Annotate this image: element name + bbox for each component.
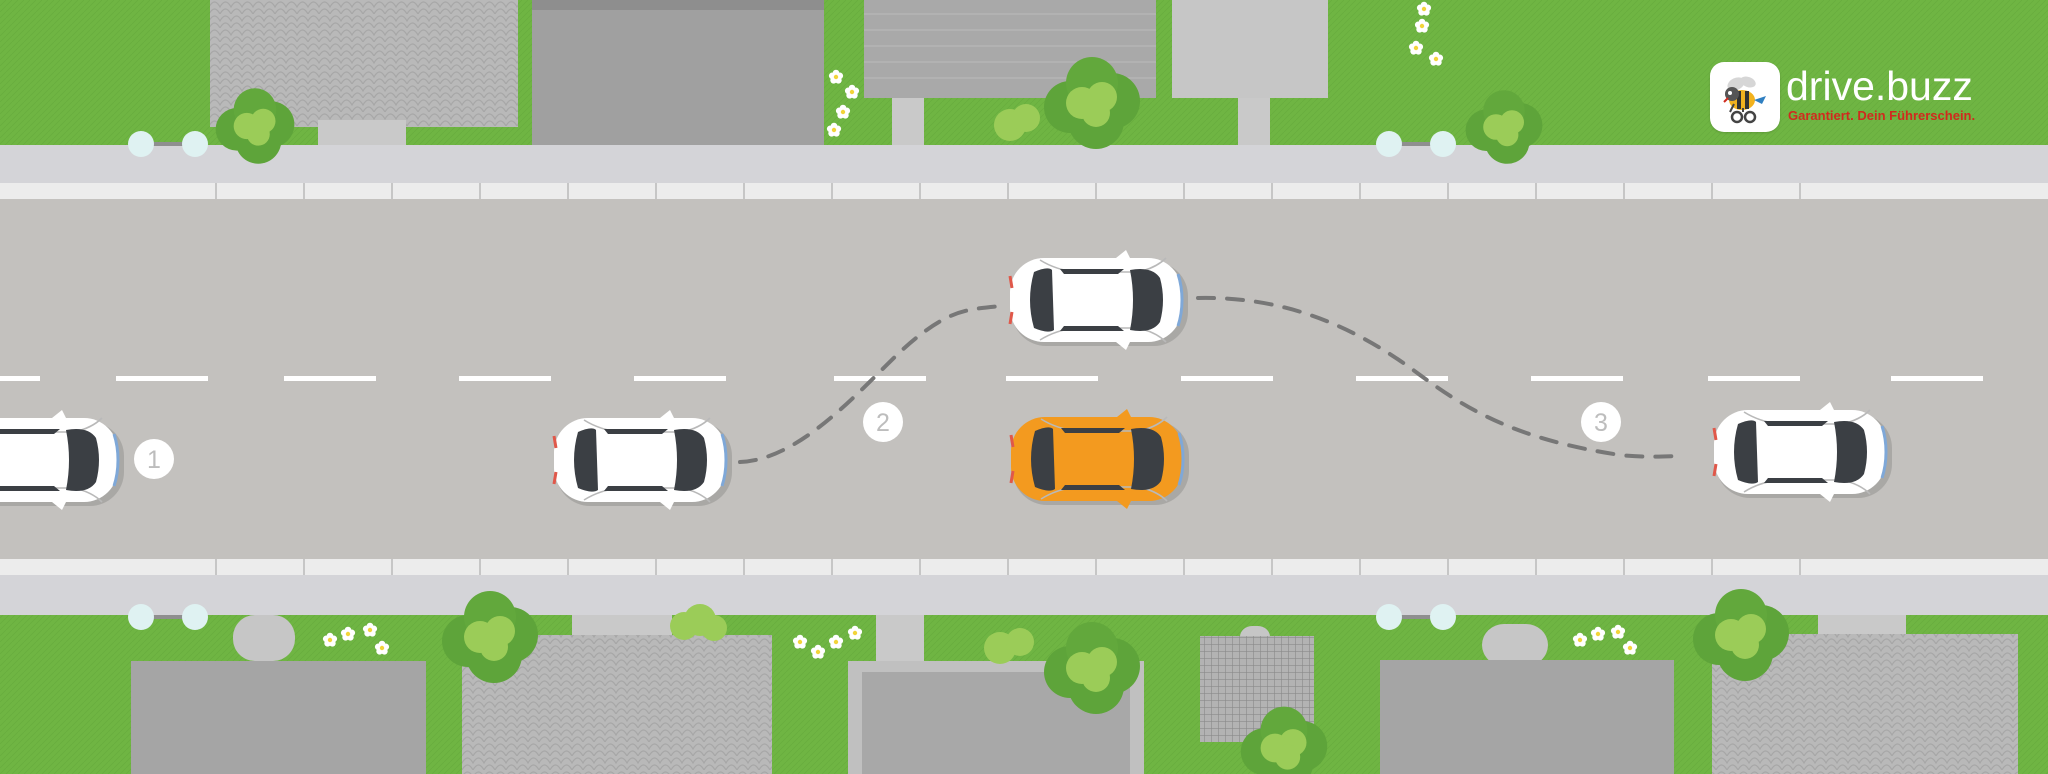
bottom-sidewalk xyxy=(0,575,2048,615)
car-highlighted xyxy=(1009,407,1191,511)
lane-divider xyxy=(0,376,1983,381)
brand-tagline: Garantiert. Dein Führerschein. xyxy=(1788,108,1976,123)
overtake-path-2 xyxy=(738,304,1002,464)
top-properties xyxy=(210,0,1328,156)
car-right xyxy=(1712,400,1894,504)
marker-2: 2 xyxy=(863,402,903,442)
top-sidewalk xyxy=(0,145,2048,183)
bee-mascot-icon xyxy=(1710,62,1780,132)
car-overtaking xyxy=(1008,248,1190,352)
marker-2-label: 2 xyxy=(876,409,890,437)
marker-1-label: 1 xyxy=(147,446,161,474)
bushes xyxy=(215,57,1789,774)
car-lane xyxy=(552,408,734,512)
marker-1: 1 xyxy=(134,439,174,479)
marker-3-label: 3 xyxy=(1594,409,1608,437)
marker-3: 3 xyxy=(1581,402,1621,442)
brand-name: drive.buzz xyxy=(1786,63,1973,109)
overtake-path-3 xyxy=(1196,295,1682,459)
brand-logo: drive.buzz Garantiert. Dein Führerschein… xyxy=(1710,62,1975,134)
